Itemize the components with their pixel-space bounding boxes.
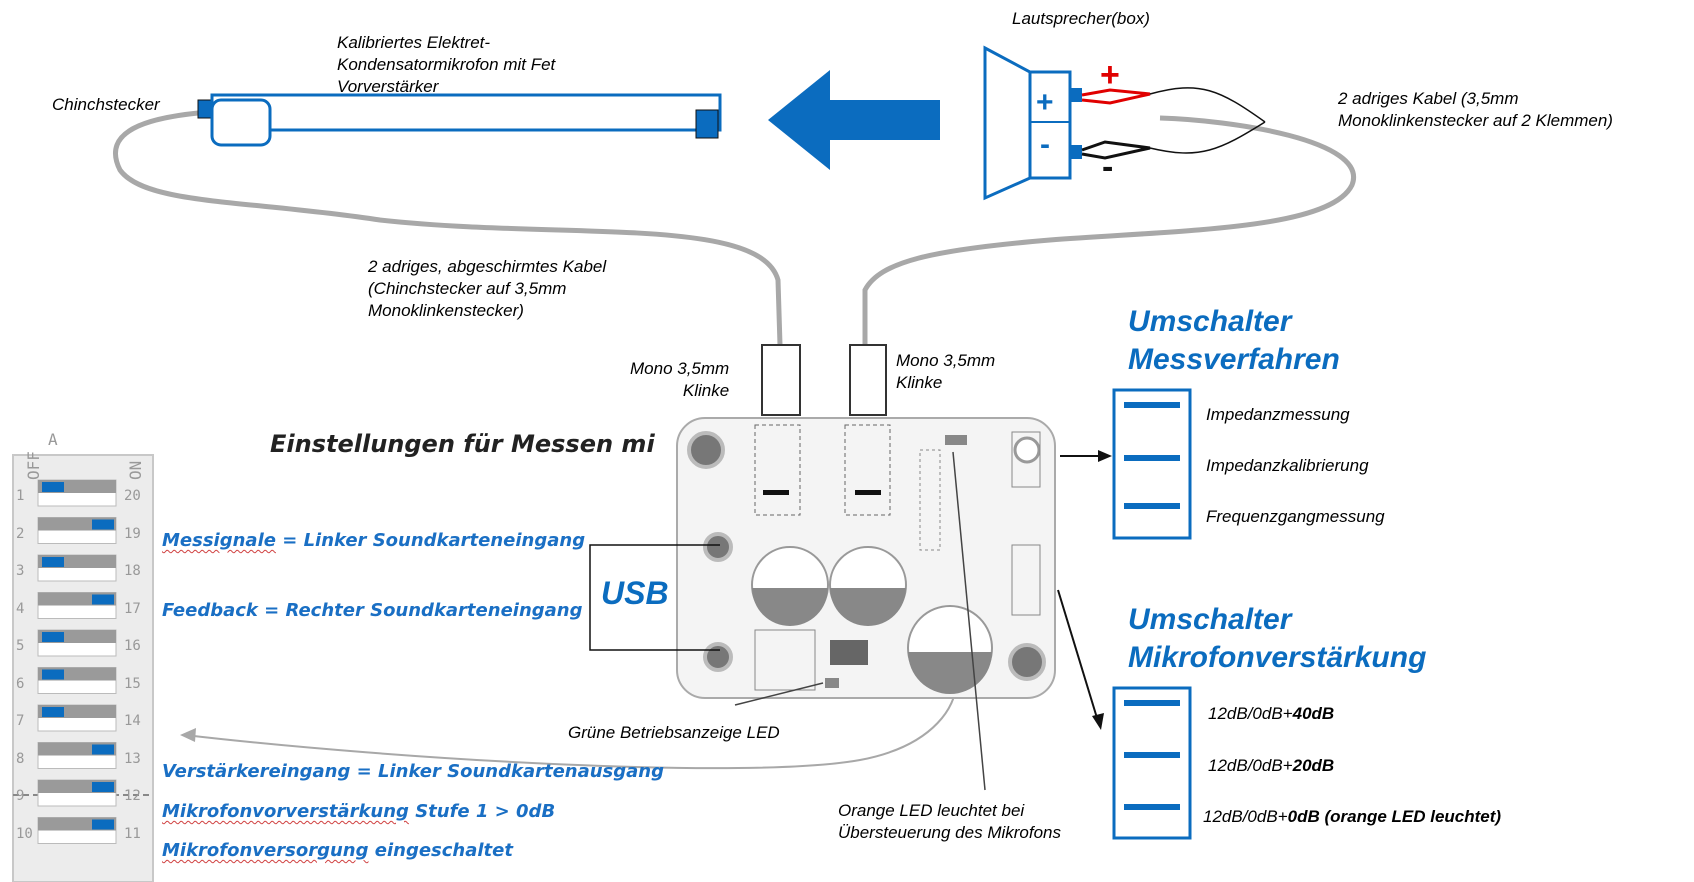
dip-switch-rows	[37, 479, 117, 844]
dip-label-row9: Mikrofonvorverstärkung Stufe 1 > 0dB	[162, 801, 556, 822]
dip-number-right: 16	[124, 638, 141, 654]
dip-pointer-arrowhead	[180, 728, 196, 742]
measure-switch-title-1: Umschalter	[1128, 305, 1292, 338]
dip-number-left: 10	[16, 825, 33, 842]
measure-switch-title-2: Messverfahren	[1128, 343, 1340, 376]
jack-right-label: Mono 3,5mm Klinke	[896, 351, 996, 392]
dip-off-label: OFF	[24, 451, 43, 480]
settings-heading: Einstellungen für Messen mi	[270, 430, 655, 458]
dip-number-right: 13	[124, 750, 141, 767]
green-led-pointer	[734, 682, 824, 706]
mic-switch-title-2: Mikrofonverstärkung	[1128, 641, 1427, 674]
dip-on-label: ON	[126, 460, 145, 480]
mic-option-3: 12dB/0dB+0dB (orange LED leuchtet)	[1203, 807, 1502, 826]
microphone	[197, 93, 722, 147]
orange-led-pointer	[952, 451, 986, 791]
dip-header-a: A	[48, 430, 58, 449]
speaker-cable-label: 2 adriges Kabel (3,5mm Monoklinkenstecke…	[1338, 89, 1613, 130]
dip-label-row4: Feedback = Rechter Soundkarteneingang	[162, 600, 583, 621]
speaker-label: Lautsprecher(box)	[1012, 9, 1150, 28]
mic-cable	[113, 110, 783, 346]
measure-option-2: Impedanzkalibrierung	[1206, 456, 1369, 475]
dip-number-right: 15	[124, 675, 141, 692]
dip-number-left: 4	[16, 600, 25, 617]
jack-plug-right	[849, 344, 887, 416]
speaker-cable	[862, 115, 1357, 345]
usb-outline	[589, 544, 720, 651]
dip-switch-knob	[42, 669, 64, 680]
dip-switch-knob	[92, 594, 114, 605]
mic-option-1: 12dB/0dB+40dB	[1208, 704, 1335, 723]
orange-led-label: Orange LED leuchtet bei Übersteuerung de…	[838, 801, 1062, 842]
dip-number-left: 2	[16, 525, 25, 542]
pcb-board	[676, 417, 1056, 699]
dip-switch-knob	[42, 707, 64, 717]
dip-number-right: 12	[124, 788, 141, 804]
dip-number-right: 14	[124, 713, 141, 729]
dip-number-right: 19	[124, 525, 141, 542]
speaker-plus-sign: +	[1036, 86, 1054, 119]
dip-switch-knob	[92, 819, 114, 830]
dip-number-left: 6	[16, 675, 25, 692]
dip-number-right: 17	[124, 600, 141, 617]
speaker-wires	[1081, 87, 1266, 160]
dip-number-left: 9	[16, 788, 25, 804]
dip-pointer-curve	[184, 689, 956, 770]
dip-switch-knob	[42, 557, 64, 567]
green-led-label: Grüne Betriebsanzeige LED	[568, 723, 780, 742]
dip-label-row8: Verstärkereingang = Linker Soundkartenau…	[162, 761, 665, 782]
dip-label-row2: Messignale = Linker Soundkarteneingang	[162, 530, 586, 551]
measure-switch-arrowhead	[1098, 450, 1112, 462]
wire-plus-sign: +	[1100, 56, 1120, 94]
dip-switch-knob	[42, 482, 64, 492]
measure-option-1: Impedanzmessung	[1206, 405, 1350, 424]
dip-switch-knob	[92, 782, 114, 792]
microphone-label: Kalibriertes Elektret- Kondensatormikrof…	[337, 33, 556, 96]
measure-option-3: Frequenzgangmessung	[1206, 507, 1385, 526]
mic-switch-title-1: Umschalter	[1128, 603, 1292, 636]
dip-number-left: 5	[16, 638, 25, 654]
shielded-cable-label: 2 adriges, abgeschirmtes Kabel (Chinchst…	[368, 257, 607, 320]
measure-switch-box	[1112, 388, 1192, 540]
wire-minus-sign: -	[1102, 148, 1114, 186]
dip-number-right: 20	[124, 488, 141, 504]
chinch-plug-label: Chinchstecker	[52, 95, 160, 114]
dip-switch-knob	[42, 632, 64, 642]
jack-left-label: Mono 3,5mm Klinke	[630, 359, 730, 400]
speaker-box	[983, 45, 1082, 201]
dip-number-left: 7	[16, 713, 25, 729]
dip-number-left: 8	[16, 750, 25, 767]
mic-gain-switch-box	[1112, 686, 1192, 840]
dip-number-left: 1	[16, 488, 25, 504]
usb-label: USB	[601, 575, 669, 611]
speaker-minus-sign: -	[1040, 128, 1050, 161]
dip-switch-knob	[92, 744, 114, 755]
dip-switch-knob	[92, 519, 114, 530]
mic-switch-arrow	[1057, 589, 1098, 719]
mic-switch-arrowhead	[1092, 713, 1104, 730]
dip-label-row10: Mikrofonversorgung eingeschaltet	[162, 840, 513, 861]
dip-number-right: 11	[124, 825, 141, 842]
signal-arrow	[768, 70, 940, 170]
jack-plug-left	[761, 344, 801, 416]
dip-number-right: 18	[124, 563, 141, 579]
mic-option-2: 12dB/0dB+20dB	[1208, 756, 1335, 775]
dip-number-left: 3	[16, 563, 25, 579]
